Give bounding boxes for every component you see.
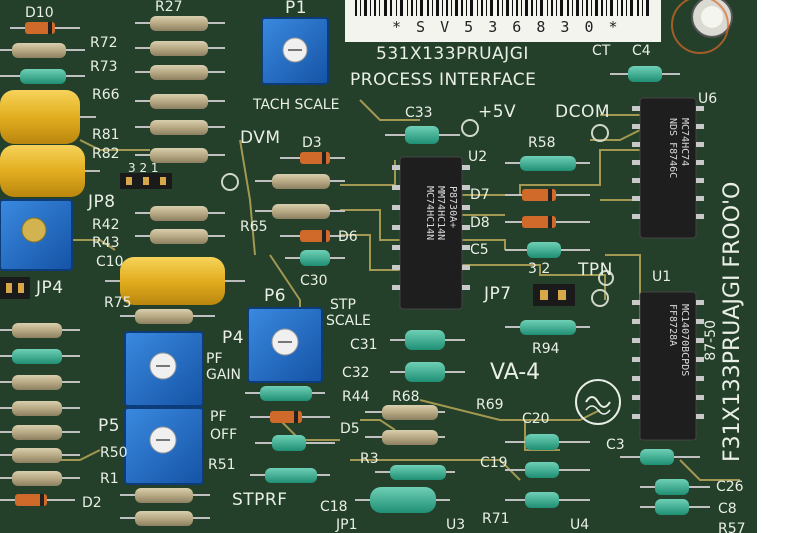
yellow-capacitors — [0, 90, 245, 305]
label-r69: R69 — [476, 397, 504, 413]
label-r72: R72 — [90, 35, 118, 51]
board-title: PROCESS INTERFACE — [350, 70, 537, 90]
label-r44: R44 — [342, 389, 370, 405]
label-d5: D5 — [340, 421, 360, 437]
label-jp4: JP4 — [36, 278, 64, 298]
label-u1: U1 — [652, 269, 672, 285]
label-stprf: STPRF — [232, 490, 288, 510]
label-ct: CT — [592, 43, 611, 59]
label-r27: R27 — [155, 0, 183, 15]
board-vertical-id: F31X133PRUAJGI FROO'O — [720, 181, 745, 462]
label-d8: D8 — [470, 215, 490, 231]
u1-line-2: FF8728A — [667, 304, 679, 347]
label-stp-scale-1: STP — [330, 297, 356, 313]
label-c8: C8 — [718, 501, 737, 517]
label-r82: R82 — [92, 146, 120, 162]
resistors — [0, 16, 590, 526]
ge-logo — [575, 379, 621, 425]
label-c18: C18 — [320, 499, 348, 515]
serial-number: * S V 5 3 6 8 3 0 * — [392, 18, 621, 36]
board-date-code: 87-50 — [703, 320, 719, 361]
label-r81: R81 — [92, 127, 120, 143]
label-u2: U2 — [468, 149, 488, 165]
u1-line-1: MC14070BCPDS — [679, 304, 690, 377]
u2-line-2: MM74HC14N — [435, 186, 447, 241]
label-c19: C19 — [480, 455, 508, 471]
label-c30: C30 — [300, 273, 328, 289]
diodes — [0, 22, 590, 506]
label-c10: C10 — [96, 254, 124, 270]
label-c4: C4 — [632, 43, 651, 59]
label-jp1: JP1 — [336, 517, 358, 533]
label-r68: R68 — [392, 389, 420, 405]
label-p4: P4 — [222, 328, 245, 348]
label-jp8: JP8 — [88, 192, 116, 212]
label-r42: R42 — [92, 217, 120, 233]
label-c26: C26 — [716, 479, 744, 495]
label-c3: C3 — [606, 437, 625, 453]
u2-line-3: MC74HC14N — [424, 186, 435, 241]
label-r73: R73 — [90, 59, 118, 75]
label-r75: R75 — [104, 295, 132, 311]
label-u3: U3 — [446, 517, 466, 533]
u2-line-1: P8730A+ — [447, 186, 458, 229]
label-r43: R43 — [92, 235, 120, 251]
image-margin — [757, 0, 801, 533]
label-d10: D10 — [25, 5, 54, 21]
label-c20: C20 — [522, 411, 550, 427]
label-c5: C5 — [470, 242, 489, 258]
label-tach-scale: TACH SCALE — [253, 97, 340, 113]
board-marking: VA-4 — [490, 360, 541, 385]
label-pf-gain-2: GAIN — [206, 367, 242, 383]
u6-line-2: NDS F8746C — [667, 118, 679, 179]
label-r57: R57 — [718, 521, 746, 533]
jumper-headers — [0, 173, 575, 306]
label-r1: R1 — [100, 471, 119, 487]
label-jp8-pins: 3 2 1 — [128, 161, 159, 175]
label-jp7-pins: 3 2 — [528, 261, 551, 277]
u6-chip-marking: MC74HC74 NDS F8746C — [667, 118, 691, 179]
integrated-circuits — [392, 97, 704, 441]
label-pf-gain-1: PF — [206, 351, 223, 367]
label-r51: R51 — [208, 457, 236, 473]
label-d7: D7 — [470, 187, 490, 203]
label-c32: C32 — [342, 365, 370, 381]
label-r58: R58 — [528, 135, 556, 151]
label-u4: U4 — [570, 517, 590, 533]
board-part-number: 531X133PRUAJGI — [376, 44, 529, 64]
label-r65: R65 — [240, 219, 268, 235]
label-d6: D6 — [338, 229, 358, 245]
mounting-hole — [691, 0, 733, 38]
label-p6: P6 — [264, 286, 287, 306]
ceramic-capacitors — [255, 66, 710, 515]
label-tpn: TPN — [578, 260, 613, 280]
label-pf-off-1: PF — [210, 409, 227, 425]
u6-line-1: MC74HC74 — [679, 118, 690, 167]
label-pf-off-2: OFF — [210, 427, 238, 443]
label-c33: C33 — [405, 105, 433, 121]
label-c31: C31 — [350, 337, 378, 353]
board-graphics — [0, 0, 740, 526]
label-dcom: DCOM — [555, 102, 611, 122]
test-points — [221, 119, 614, 307]
label-p5: P5 — [98, 416, 121, 436]
u2-chip-marking: P8730A+ MM74HC14N MC74HC14N — [424, 186, 458, 241]
u1-chip-marking: MC14070BCPDS FF8728A — [667, 304, 691, 377]
label-r71: R71 — [482, 511, 510, 527]
label-p1: P1 — [285, 0, 308, 18]
label-r3: R3 — [360, 451, 379, 467]
label-r94: R94 — [532, 341, 560, 357]
label-d3: D3 — [302, 135, 322, 151]
label-r66: R66 — [92, 87, 120, 103]
label-d2: D2 — [82, 495, 102, 511]
label-r50: R50 — [100, 445, 128, 461]
label-u6: U6 — [698, 91, 718, 107]
circuit-board: D10 R27 P1 R72 R73 R66 TACH SCALE R81 R8… — [0, 0, 757, 533]
label-jp7: JP7 — [484, 284, 512, 304]
trimpot-potentiometers — [0, 17, 329, 485]
label-plus5v: +5V — [478, 102, 517, 122]
label-stp-scale-2: SCALE — [326, 313, 371, 329]
label-dvm: DVM — [240, 128, 281, 148]
serial-barcode-label — [345, 0, 661, 42]
